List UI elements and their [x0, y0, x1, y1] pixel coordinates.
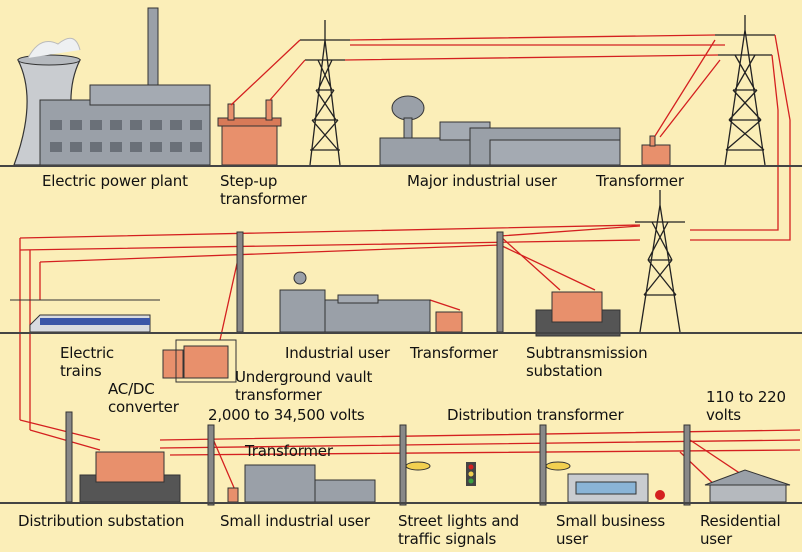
step-up-transformer — [217, 99, 282, 166]
label-subtransmission-substation: Subtransmission substation — [526, 344, 648, 380]
label-major-industrial-user: Major industrial user — [407, 172, 557, 190]
label-step-up-transformer: Step-up transformer — [220, 172, 307, 208]
label-transformer-mid: Transformer — [410, 344, 498, 362]
label-street-lights: Street lights and traffic signals — [398, 512, 519, 548]
label-voltage-residential: 110 to 220 volts — [706, 388, 786, 424]
tower-top-right — [715, 15, 775, 166]
power-plant — [13, 7, 211, 166]
tower-mid — [635, 190, 685, 333]
residential-house — [704, 469, 791, 503]
label-transformer-small: Transformer — [245, 442, 333, 460]
street-lights — [405, 461, 571, 486]
label-small-industrial-user: Small industrial user — [220, 512, 370, 530]
label-ac-dc-converter: AC/DC converter — [108, 380, 179, 416]
label-power-plant: Electric power plant — [42, 172, 188, 190]
power-lines-top — [230, 34, 791, 241]
ac-dc-converter — [162, 349, 184, 379]
label-voltage-range: 2,000 to 34,500 volts — [208, 406, 365, 424]
power-lines-mid — [19, 224, 641, 430]
tower-top-left — [300, 20, 350, 166]
electric-train — [10, 299, 160, 333]
label-electric-trains: Electric trains — [60, 344, 114, 380]
label-industrial-user: Industrial user — [285, 344, 390, 362]
small-business-building — [567, 473, 665, 503]
label-underground-vault: Underground vault transformer — [235, 368, 373, 404]
subtransmission-substation — [535, 291, 621, 337]
transformer-top — [641, 135, 671, 166]
major-industrial-user — [379, 95, 621, 166]
industrial-user — [279, 271, 431, 333]
underground-vault — [175, 339, 237, 383]
label-transformer-top: Transformer — [596, 172, 684, 190]
small-industrial-building — [227, 464, 376, 503]
distribution-substation — [79, 451, 181, 503]
label-residential-user: Residential user — [700, 512, 781, 548]
label-distribution-transformer: Distribution transformer — [447, 406, 624, 424]
transformer-mid — [435, 311, 463, 333]
label-distribution-substation: Distribution substation — [18, 512, 185, 530]
label-small-business-user: Small business user — [556, 512, 666, 548]
